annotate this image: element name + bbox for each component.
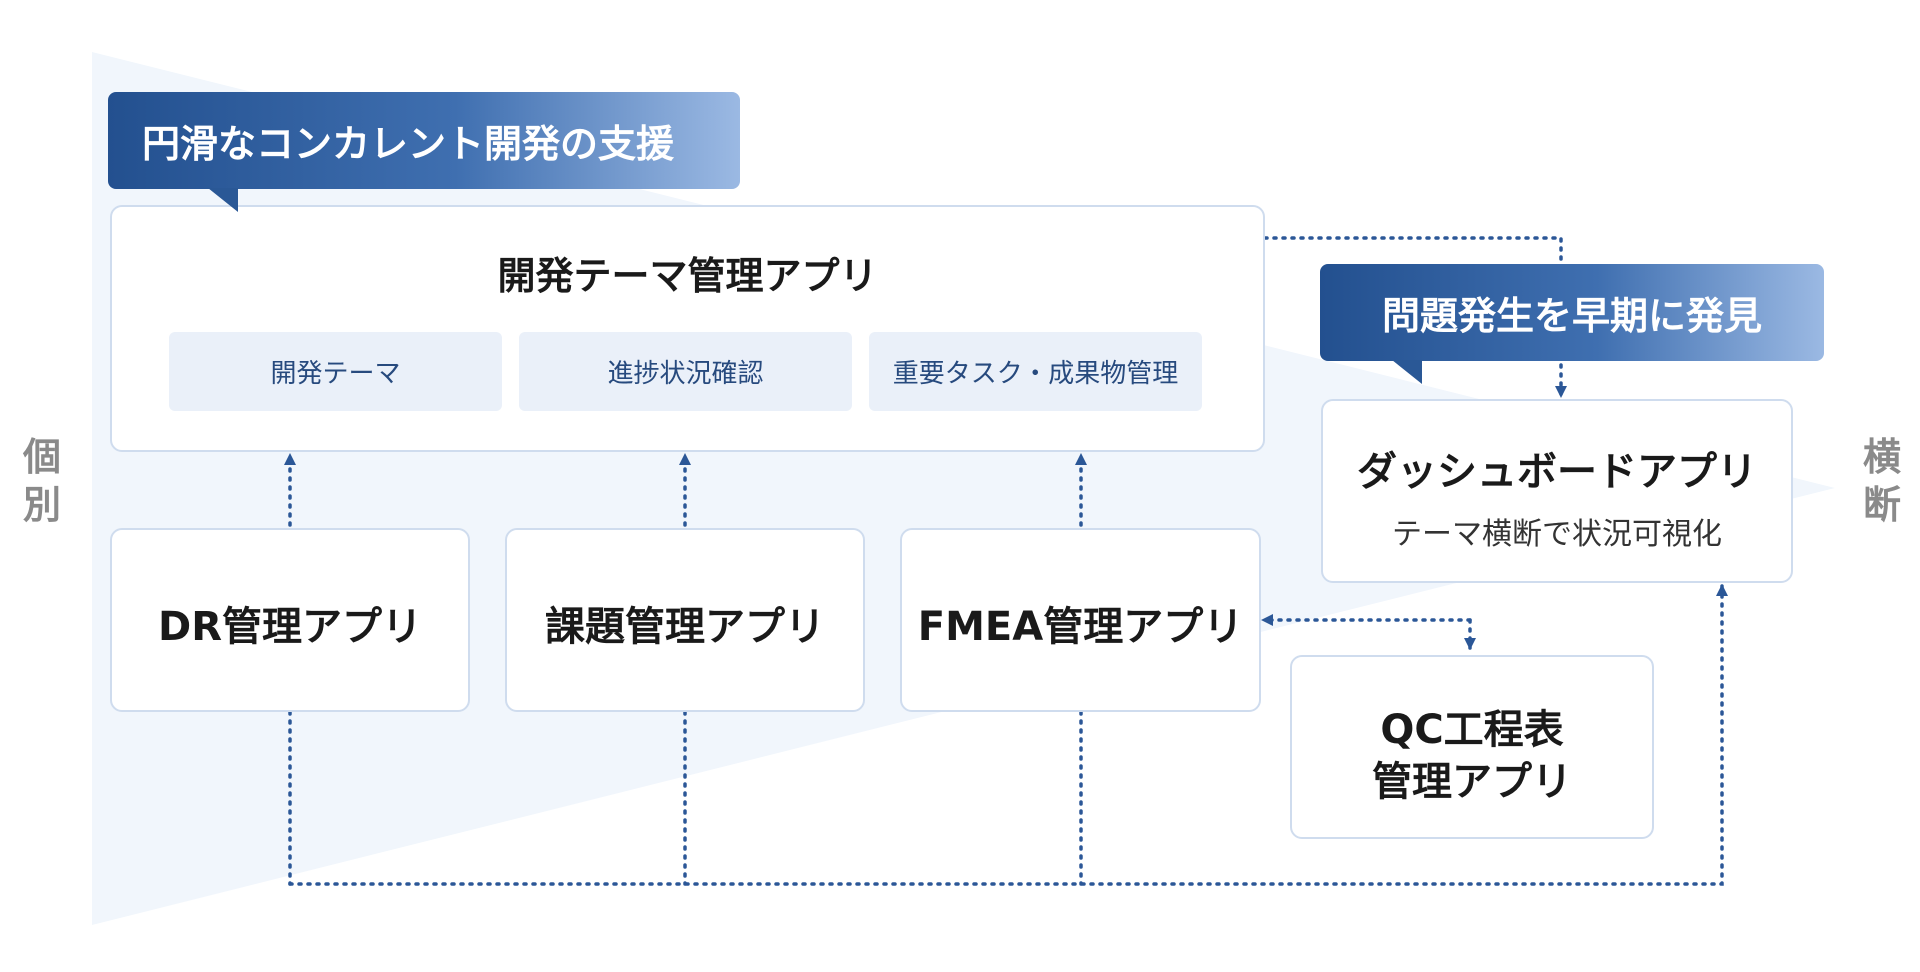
dashboard-app-box: ダッシュボードアプリ テーマ横断で状況可視化	[1321, 399, 1793, 583]
banner-concurrent-text: 円滑なコンカレント開発の支援	[142, 122, 675, 166]
arrow-bus-to-dashboard	[288, 584, 1728, 886]
fmea-management-app-box: FMEA管理アプリ	[900, 528, 1261, 712]
side-label-right-bottom: 断	[1862, 483, 1901, 527]
issue-management-app-box: 課題管理アプリ	[505, 528, 865, 712]
banner-concurrent-development: 円滑なコンカレント開発の支援	[108, 92, 740, 212]
dr-management-app-box: DR管理アプリ	[110, 528, 470, 712]
banner-early-detection-text: 問題発生を早期に発見	[1381, 294, 1762, 338]
dr-app-title: DR管理アプリ	[157, 604, 422, 650]
chip-development-theme: 開発テーマ	[169, 332, 502, 411]
arrow-theme-to-dashboard	[1263, 236, 1567, 398]
issue-app-title: 課題管理アプリ	[545, 604, 825, 650]
banner-early-detection-tail	[1392, 360, 1422, 384]
side-label-right-top: 横	[1862, 435, 1901, 479]
theme-management-app-box: 開発テーマ管理アプリ 開発テーマ 進捗状況確認 重要タスク・成果物管理	[110, 205, 1265, 452]
dashboard-app-subtitle: テーマ横断で状況可視化	[1392, 517, 1722, 552]
side-label-left-top: 個	[22, 435, 61, 479]
banner-concurrent-tail	[208, 188, 238, 212]
qc-process-chart-app-box: QC工程表 管理アプリ	[1290, 655, 1654, 839]
side-label-left-bottom: 別	[22, 483, 61, 527]
qc-app-title-line2: 管理アプリ	[1372, 759, 1572, 805]
qc-app-title-line1: QC工程表	[1380, 707, 1564, 753]
dashboard-app-title: ダッシュボードアプリ	[1357, 449, 1757, 495]
chip-progress-check: 進捗状況確認	[519, 332, 852, 411]
theme-app-title: 開発テーマ管理アプリ	[497, 254, 878, 298]
chip-key-tasks-deliverables: 重要タスク・成果物管理	[869, 332, 1202, 411]
banner-early-detection: 問題発生を早期に発見	[1320, 264, 1824, 384]
fmea-app-title: FMEA管理アプリ	[917, 604, 1244, 650]
